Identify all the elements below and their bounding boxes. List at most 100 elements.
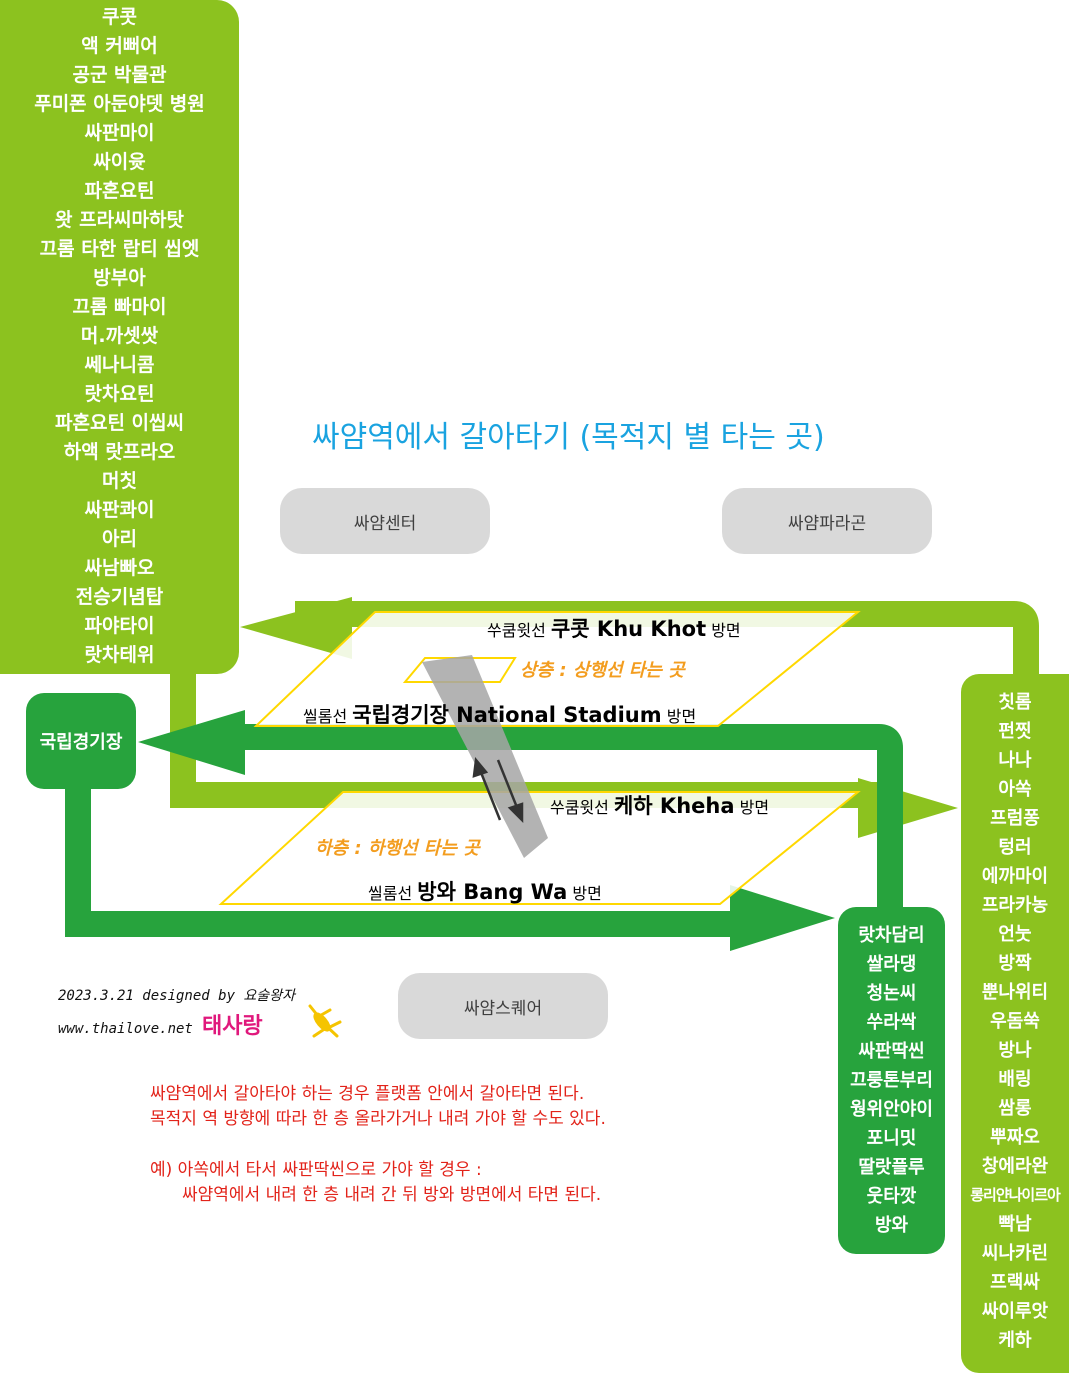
sukhumvit-south-station-5: 텅러 — [998, 837, 1032, 858]
note-line-2: 목적지 역 방향에 따라 한 층 올라가거나 내려 가야 할 수도 있다. — [150, 1109, 606, 1129]
platform-kheha-dest: 케하 Kheha — [613, 794, 735, 818]
silom-arrow-head-right — [730, 885, 835, 951]
sukhumvit-south-station-8: 언눗 — [998, 924, 1032, 945]
sukhumvit-north-station-15: 하액 랏프라오 — [63, 441, 176, 463]
national-stadium-label: 국립경기장 — [39, 732, 123, 753]
sukhumvit-south-station-17: 롱리얀나이르아 — [970, 1186, 1061, 1204]
silom-south-station-7: 포니밋 — [866, 1128, 917, 1149]
platform-bangwa: 씰롬선 방와 Bang Wa 방면 — [368, 876, 602, 906]
silom-south-station-10: 방와 — [874, 1215, 909, 1236]
sukhumvit-north-station-10: 끄롬 빠마이 — [72, 296, 167, 318]
silom-south-station-3: 쑤라싹 — [866, 1012, 917, 1033]
sukhumvit-north-station-21: 파야타이 — [84, 615, 155, 637]
platform-bangwa-line: 씰롬선 — [368, 884, 413, 903]
silom-south-station-0: 랏차담리 — [858, 925, 925, 946]
sukhumvit-south-station-16: 창에라완 — [981, 1156, 1049, 1177]
sukhumvit-south-station-14: 쌈롱 — [998, 1098, 1032, 1119]
sukhumvit-north-station-1: 액 커뻐어 — [81, 35, 158, 57]
sukhumvit-north-station-13: 랏차요틴 — [84, 383, 155, 405]
sukhumvit-south-station-6: 에까마이 — [981, 866, 1049, 887]
sukhumvit-south-station-9: 방짝 — [998, 953, 1032, 974]
sukhumvit-south-station-7: 프라카농 — [981, 895, 1049, 916]
note-line-1: 싸얌역에서 갈아타야 하는 경우 플랫폼 안에서 갈아타면 된다. — [150, 1084, 585, 1104]
lower-floor-label: 하층 : 하행선 타는 곳 — [315, 838, 480, 859]
sukhumvit-south-station-1: 펀찟 — [998, 721, 1032, 742]
platform-stadium-suffix: 방면 — [666, 707, 697, 726]
platform-khukhot-dest: 쿠콧 Khu Khot — [550, 617, 707, 641]
sukhumvit-south-station-18: 빡남 — [998, 1214, 1032, 1235]
sukhumvit-north-station-16: 머칫 — [102, 470, 137, 492]
platform-khukhot-suffix: 방면 — [711, 621, 741, 640]
sukhumvit-south-station-4: 프럼퐁 — [990, 808, 1040, 829]
silom-upper-route — [200, 724, 903, 910]
sukhumvit-north-station-12: 쎄나니콤 — [84, 354, 155, 376]
lower-platform — [218, 791, 861, 905]
sukhumvit-south-station-20: 프랙싸 — [990, 1272, 1040, 1293]
upper-floor-label: 상층 : 상행선 타는 곳 — [520, 660, 685, 681]
sukhumvit-north-station-5: 싸이윳 — [93, 151, 146, 173]
note-line-4: 싸얌역에서 내려 한 층 내려 간 뒤 방와 방면에서 타면 된다. — [182, 1185, 602, 1205]
sukhumvit-north-station-20: 전승기념탑 — [75, 586, 164, 608]
sukhumvit-north-station-17: 싸판콰이 — [84, 499, 155, 521]
national-stadium-box: 국립경기장 — [26, 693, 136, 789]
landmark-siam-paragon: 싸얌파라곤 — [722, 488, 932, 554]
credit-line-2: www.thailove.net 태사랑 — [58, 1008, 263, 1040]
platform-kheha: 쑤쿰윗선 케하 Kheha 방면 — [550, 790, 769, 820]
silom-lower-route — [65, 760, 760, 937]
credit-website: www.thailove.net — [58, 1021, 193, 1037]
landmark-siam-center: 싸얌센터 — [280, 488, 490, 554]
sukhumvit-south-station-0: 칫롬 — [998, 692, 1032, 713]
platform-khukhot-line: 쑤쿰윗선 — [487, 621, 546, 640]
landmark-siam-square: 싸얌스퀘어 — [398, 973, 608, 1039]
silom-south-station-4: 싸판딱씬 — [858, 1041, 925, 1062]
sukhumvit-north-station-9: 방부아 — [93, 267, 146, 289]
sukhumvit-north-station-0: 쿠콧 — [102, 6, 137, 28]
credit-line-1: 2023.3.21 designed by 요술왕자 — [58, 988, 295, 1004]
sukhumvit-south-station-21: 싸이루앗 — [981, 1301, 1049, 1322]
silom-south-station-5: 끄룽톤부리 — [850, 1070, 933, 1091]
upper-platform — [253, 611, 861, 727]
sukhumvit-north-station-7: 왓 프라씨마하탓 — [55, 209, 184, 231]
gecko-icon — [308, 1004, 342, 1038]
platform-kheha-suffix: 방면 — [739, 798, 770, 817]
sukhumvit-north-station-4: 싸판마이 — [84, 122, 155, 144]
silom-south-station-9: 웃타깟 — [866, 1186, 917, 1207]
sukhumvit-south-station-19: 씨나카린 — [981, 1243, 1049, 1264]
sukhumvit-north-station-14: 파혼요틴 이씹씨 — [55, 412, 184, 434]
sukhumvit-south-station-10: 뿐나위티 — [981, 982, 1049, 1003]
page-title: 싸얌역에서 갈아타기 (목적지 별 타는 곳) — [312, 420, 825, 455]
sukhumvit-north-station-22: 랏차테위 — [84, 644, 155, 666]
silom-south-station-8: 딸랏플루 — [858, 1157, 925, 1178]
platform-stadium-line: 씰롬선 — [303, 707, 348, 726]
sukhumvit-north-station-6: 파혼요틴 — [84, 180, 155, 202]
platform-stadium-dest: 국립경기장 National Stadium — [352, 703, 662, 727]
sukhumvit-south-station-13: 배링 — [998, 1069, 1032, 1090]
silom-arrow-head-left — [138, 710, 245, 775]
sukhumvit-south-station-2: 나나 — [998, 750, 1032, 771]
sukhumvit-south-station-3: 아쏙 — [998, 779, 1032, 800]
silom-south-station-1: 쌀라댕 — [866, 954, 917, 975]
sukhumvit-north-station-2: 공군 박물관 — [72, 64, 167, 86]
sukhumvit-south-station-15: 뿌짜오 — [990, 1127, 1040, 1148]
platform-stadium: 씰롬선 국립경기장 National Stadium 방면 — [303, 699, 696, 729]
note-line-3: 예) 아쏙에서 타서 싸판딱씬으로 가야 할 경우 : — [150, 1160, 482, 1180]
sukhumvit-south-station-22: 케하 — [998, 1330, 1032, 1351]
credit-brand: 태사랑 — [201, 1014, 263, 1039]
sukhumvit-north-station-3: 푸미폰 아둔야뎃 병원 — [34, 93, 205, 115]
platform-bangwa-dest: 방와 Bang Wa — [417, 880, 568, 904]
sukhumvit-north-station-19: 싸남빠오 — [84, 557, 155, 579]
sukhumvit-south-station-12: 방나 — [998, 1040, 1032, 1061]
sukhumvit-north-station-8: 끄롬 타한 랍티 씹엣 — [39, 238, 200, 260]
silom-south-station-2: 청논씨 — [866, 983, 917, 1004]
platform-khukhot: 쑤쿰윗선 쿠콧 Khu Khot 방면 — [487, 613, 741, 643]
silom-south-station-6: 웡위안야이 — [850, 1099, 933, 1120]
sukhumvit-arrow-head-left — [240, 597, 352, 659]
sukhumvit-upper-route — [295, 601, 1039, 676]
